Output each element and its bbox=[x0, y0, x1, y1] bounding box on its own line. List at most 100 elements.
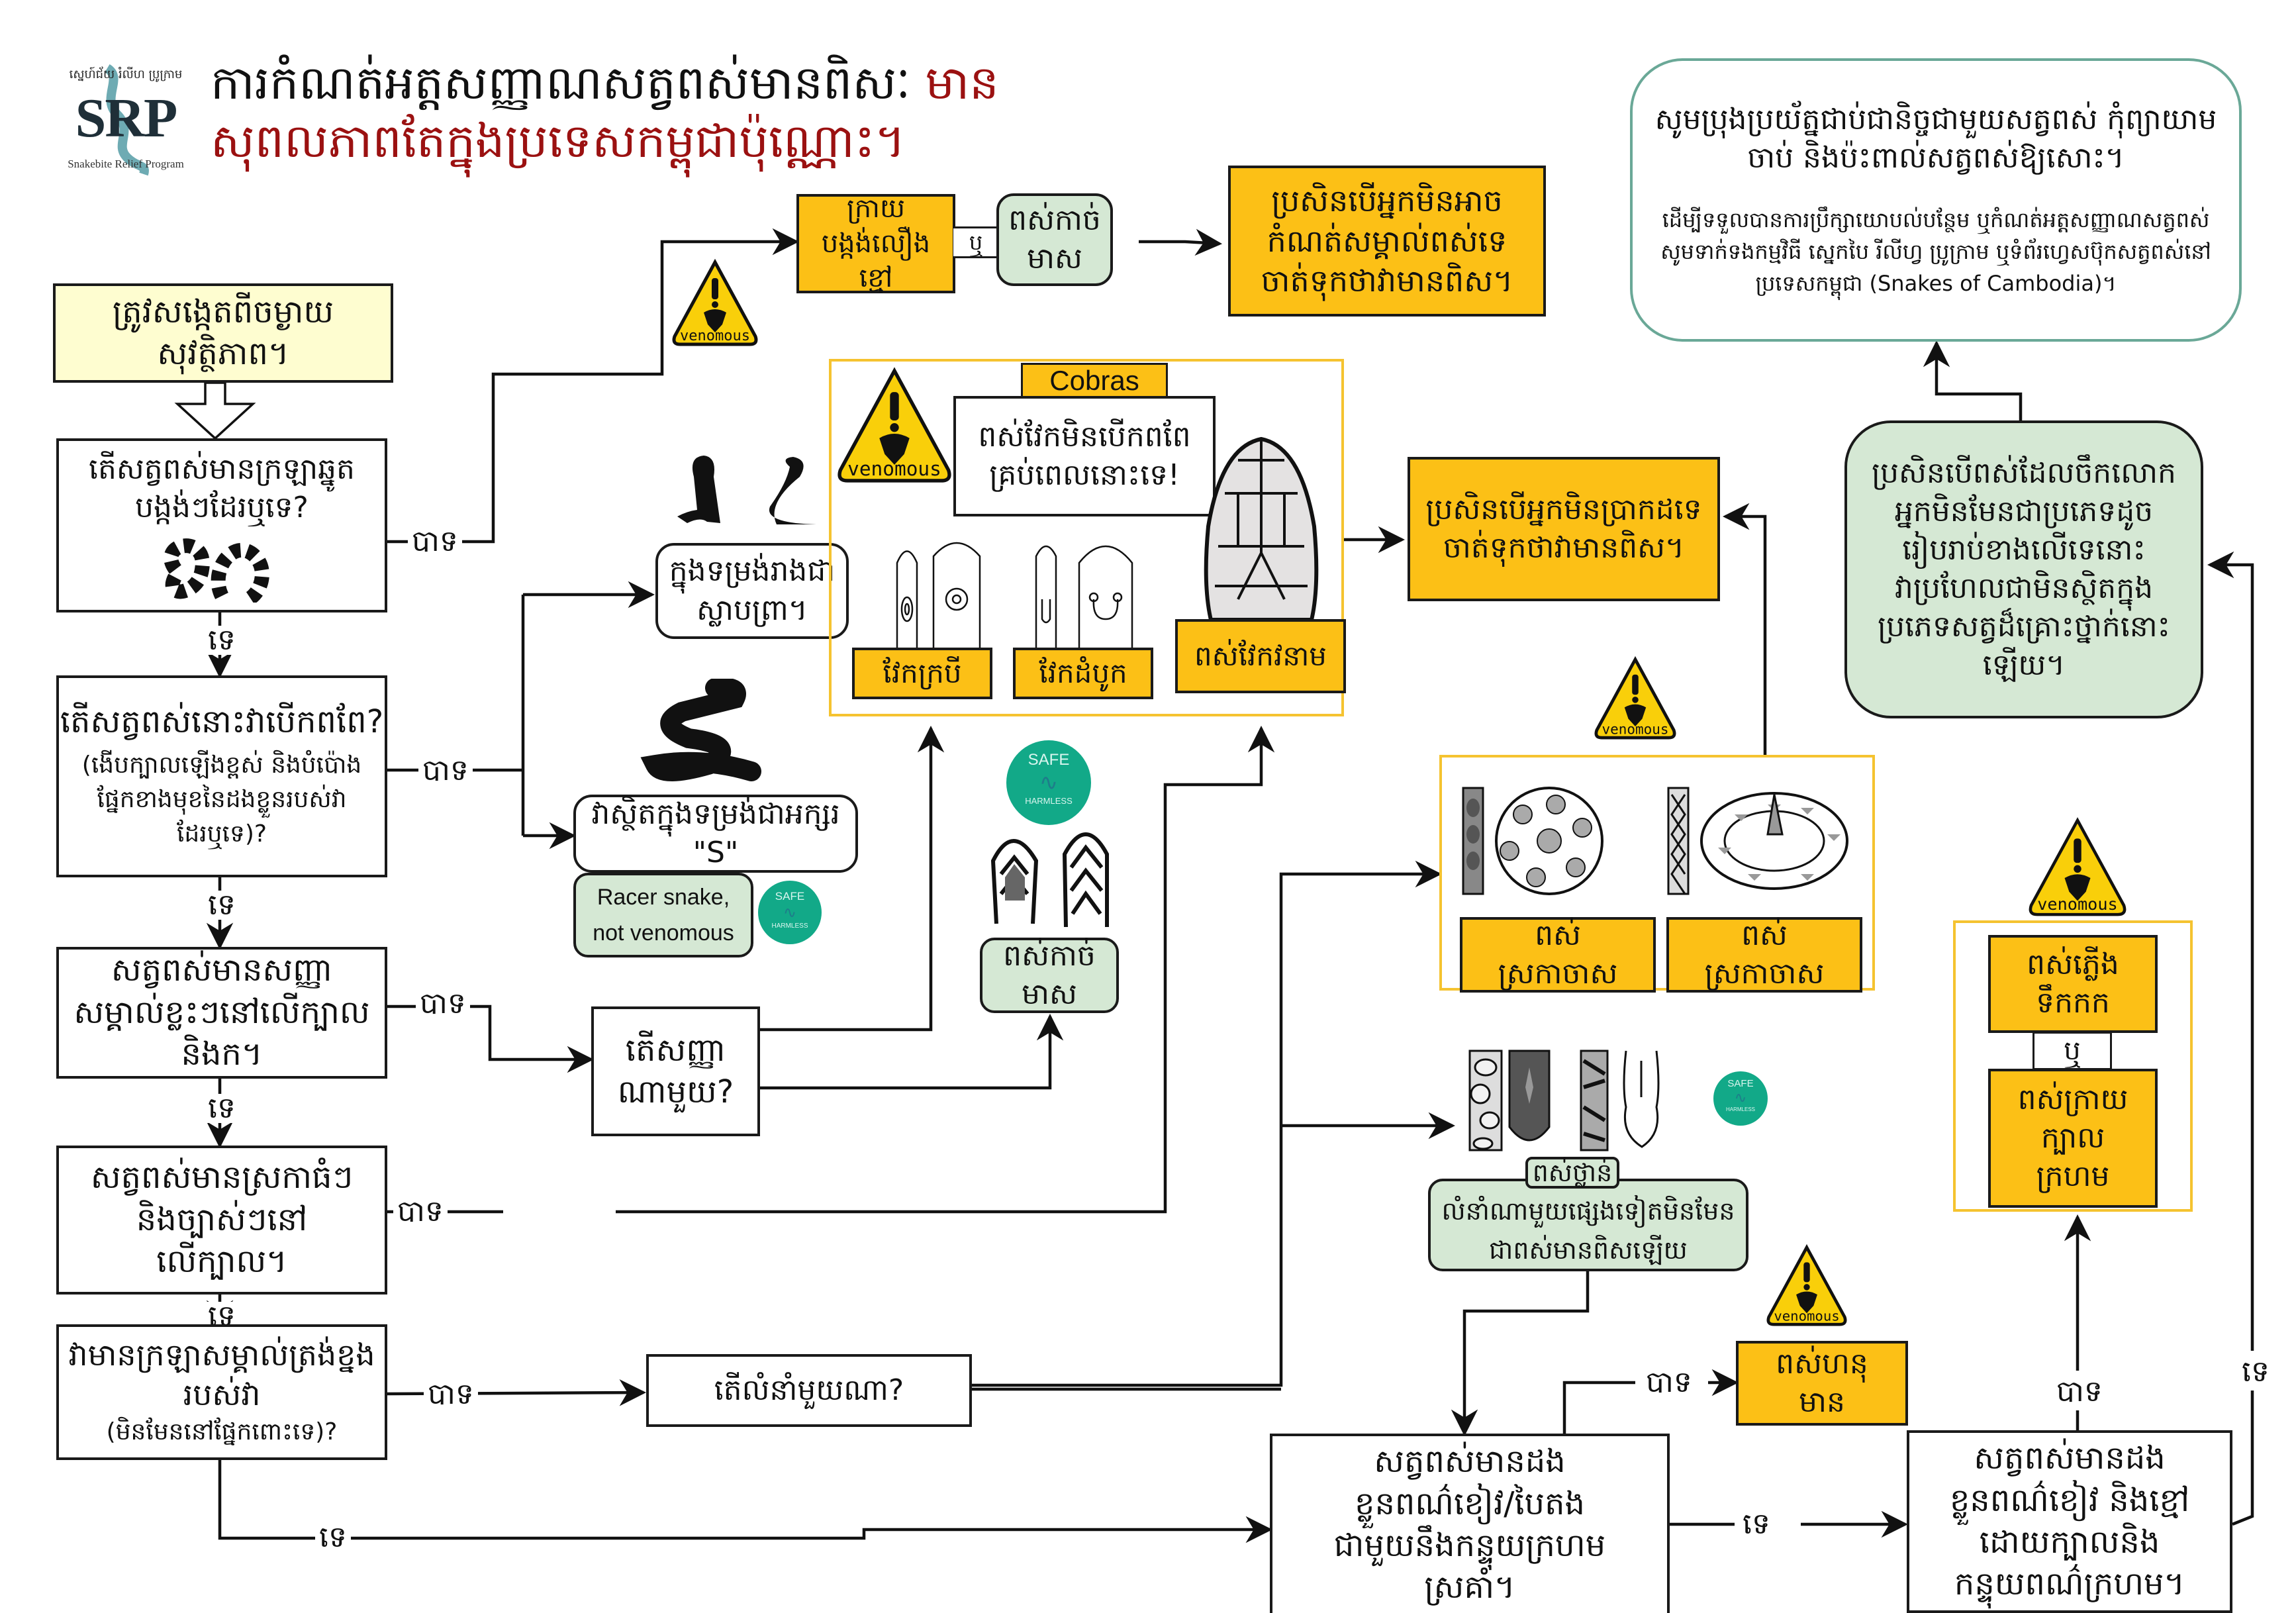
pit-viper-text: ពស់ហនុមាន bbox=[1776, 1346, 1868, 1419]
start-arrow bbox=[174, 381, 256, 440]
python-note-text: លំនាំណាមួយផ្សេងទៀតមិនមែនជាពស់មានពិសឡើយ bbox=[1441, 1197, 1735, 1265]
question-3-text: សត្វពស់មានសញ្ញាសម្គាល់ខ្លះៗនៅលើក្បាលនិងក… bbox=[73, 952, 370, 1073]
snake-icon: ∿ bbox=[783, 904, 797, 922]
cobra-hood-marks-icon bbox=[896, 542, 1133, 669]
page-title: ការកំណត់អត្តសញ្ញាណសត្វពស់មានពិសៈ មាន សុព… bbox=[211, 54, 1204, 170]
venomous-warning-icon: venomous bbox=[1594, 656, 1676, 740]
golden-tree-snake-heads-icon bbox=[990, 832, 1109, 927]
coral-snake-text: ពស់ភ្លើងទឹកកក bbox=[2027, 947, 2119, 1020]
q5-no-connector bbox=[218, 1460, 1273, 1543]
q4-yes-label: បាទ bbox=[393, 1197, 448, 1226]
krait-banded-text: ក្រាយបង្កង់លឿងខ្មៅ bbox=[821, 193, 931, 294]
question-6-text: សត្វពស់មានដងខ្លួនពណ៌ខៀវ/បៃតងជាមួយនឹងកន្ទ… bbox=[1333, 1443, 1606, 1606]
hood-shape-box[interactable]: ក្នុងទម្រង់រាងជាស្លាបព្រា។ bbox=[655, 543, 849, 639]
svg-text:venomous: venomous bbox=[1774, 1308, 1839, 1324]
harmless-text: HARMLESS bbox=[771, 922, 808, 930]
safety-info-main-text: សូមប្រុងប្រយ័ត្នជាប់ជានិច្ចជាមួយសត្វពស់ … bbox=[1654, 102, 2217, 175]
question-4[interactable]: សត្វពស់មានស្រកាធំៗ និងច្បាស់ៗនៅលើក្បាល។ bbox=[56, 1146, 387, 1295]
question-2-text: តើសត្វពស់នោះវាបើកពពែ? bbox=[60, 703, 384, 740]
venomous-warning-icon: venomous bbox=[672, 258, 758, 346]
question-7[interactable]: សត្វពស់មានដងខ្លួនពណ៌ខៀវ និងខ្មៅ ដោយក្បាល… bbox=[1907, 1430, 2232, 1613]
pit-viper-box[interactable]: ពស់ហនុមាន bbox=[1736, 1341, 1908, 1426]
cobras-group bbox=[829, 359, 1344, 716]
svg-text:venomous: venomous bbox=[847, 458, 941, 480]
s-shape-box[interactable]: វាស្ថិតក្នុងទម្រង់ជាអក្សរ "S" bbox=[573, 795, 858, 873]
question-7-text: សត្វពស់មានដងខ្លួនពណ៌ខៀវ និងខ្មៅ ដោយក្បាល… bbox=[1949, 1440, 2190, 1603]
vipers-group bbox=[1439, 755, 1875, 991]
red-headed-krait-text: ពស់ក្រាយក្បាលក្រហម bbox=[2017, 1082, 2129, 1194]
q1-yes-label: បាទ bbox=[408, 527, 462, 556]
q6-yes-label: បាទ bbox=[1642, 1368, 1696, 1397]
cobras-title: Cobras bbox=[1021, 363, 1168, 399]
russell-viper-box[interactable]: ពស់ស្រកាចាស bbox=[1460, 917, 1656, 993]
q5-yes-label: បាទ bbox=[424, 1380, 478, 1409]
not-dangerous-text: ប្រសិនបើពស់ដែលចឹកលោកអ្នកមិនមែនជាប្រភេទដូ… bbox=[1872, 456, 2176, 683]
cobra-warning-text: ពស់វែកមិនបើកពពែគ្រប់ពេលនោះទេ! bbox=[978, 419, 1191, 492]
q1-yes-connector bbox=[387, 228, 800, 544]
svg-text:venomous: venomous bbox=[1602, 721, 1669, 737]
krait-banded-box[interactable]: ក្រាយបង្កង់លឿងខ្មៅ bbox=[796, 193, 955, 294]
cobra-warning-box: ពស់វែកមិនបើកពពែគ្រប់ពេលនោះទេ! bbox=[953, 396, 1216, 516]
safe-harmless-badge: SAFE ∿ HARMLESS bbox=[758, 881, 822, 944]
spectacled-cobra-text: វែកដំបូក bbox=[1039, 657, 1127, 690]
which-pattern-box[interactable]: តើលំនាំមួយណា? bbox=[646, 1354, 972, 1427]
racer-note-text: Racer snake, not venomous bbox=[593, 884, 734, 946]
russell-viper-text: ពស់ស្រកាចាស bbox=[1498, 918, 1618, 991]
svg-text:ស្នេហ៍ជ័យ រំលីហ ប្រូក្រាម: ស្នេហ៍ជ័យ រំលីហ ប្រូក្រាម bbox=[70, 66, 183, 82]
malayan-pit-viper-box[interactable]: ពស់ស្រកាចាស bbox=[1666, 917, 1862, 993]
logo-english: Snakebite Relief Program bbox=[68, 158, 184, 170]
question-5[interactable]: វាមានក្រឡាសម្គាល់ត្រង់ខ្នងរបស់វា (មិនមែន… bbox=[56, 1324, 387, 1460]
s-shape-text: វាស្ថិតក្នុងទម្រង់ជាអក្សរ "S" bbox=[591, 797, 840, 869]
start-box[interactable]: ត្រូវសង្កេតពីចម្ងាយសុវត្ថិភាព។ bbox=[53, 283, 393, 383]
monocled-cobra-box[interactable]: វែកក្របី bbox=[852, 648, 992, 699]
cobras-title-text: Cobras bbox=[1049, 365, 1139, 397]
venomous-badge: venomous bbox=[672, 258, 758, 348]
title-line1: ការកំណត់អត្តសញ្ញាណសត្វពស់មានពិសៈ bbox=[211, 56, 911, 110]
golden-tree-box-2[interactable]: ពស់កាច់មាស bbox=[980, 938, 1119, 1013]
coral-snake-box[interactable]: ពស់ភ្លើងទឹកកក bbox=[1988, 935, 2158, 1033]
red-headed-krait-box[interactable]: ពស់ក្រាយក្បាលក្រហម bbox=[1988, 1069, 2158, 1208]
krait-result-text: ប្រសិនបើអ្នកមិនអាចកំណត់សម្គាល់ពស់ទេ ចាត់… bbox=[1261, 182, 1513, 299]
viper-patterns-icon bbox=[1462, 787, 1848, 895]
snake-icon: ∿ bbox=[1734, 1089, 1747, 1106]
unknown-result-text: ប្រសិនបើអ្នកមិនប្រាកដទេ ចាត់ទុកថាវាមានពិ… bbox=[1425, 492, 1702, 565]
srp-logo: ស្នេហ៍ជ័យ រំលីហ ប្រូក្រាម SRP Snakebite … bbox=[61, 52, 191, 177]
krait-result-box[interactable]: ប្រសិនបើអ្នកមិនអាចកំណត់សម្គាល់ពស់ទេ ចាត់… bbox=[1228, 166, 1546, 317]
golden-tree-box-1[interactable]: ពស់កាច់មាស bbox=[996, 193, 1113, 286]
python-patterns-icon bbox=[1468, 1050, 1660, 1151]
question-2-subtext: (ងើបក្បាលឡើងខ្ពស់ និងបំប៉ោងផ្នែកខាងមុខនៃ… bbox=[81, 751, 362, 848]
q7-yes-label: បាទ bbox=[2052, 1377, 2107, 1406]
q2-no-label: ទេ bbox=[204, 891, 240, 920]
which-mark-box[interactable]: តើសញ្ញាណាមួយ? bbox=[591, 1006, 760, 1136]
title-line1-red: មាន bbox=[925, 56, 999, 110]
king-cobra-box[interactable]: ពស់វែកវនាម bbox=[1175, 619, 1346, 693]
question-2[interactable]: តើសត្វពស់នោះវាបើកពពែ? (ងើបក្បាលឡើងខ្ពស់ … bbox=[56, 675, 387, 877]
venomous-badge-cobras: venomous bbox=[833, 366, 956, 486]
q6-no-label: ទេ bbox=[1739, 1510, 1774, 1539]
banded-krait-icon bbox=[164, 538, 269, 603]
question-5-text: វាមានក្រឡាសម្គាល់ត្រង់ខ្នងរបស់វា bbox=[68, 1336, 375, 1413]
snake-icon: ∿ bbox=[1039, 770, 1059, 795]
question-6[interactable]: សត្វពស់មានដងខ្លួនពណ៌ខៀវ/បៃតងជាមួយនឹងកន្ទ… bbox=[1270, 1434, 1670, 1613]
not-dangerous-box: ប្រសិនបើពស់ដែលចឹកលោកអ្នកមិនមែនជាប្រភេទដូ… bbox=[1844, 420, 2203, 718]
racer-note-box: Racer snake, not venomous bbox=[573, 873, 753, 957]
question-3[interactable]: សត្វពស់មានសញ្ញាសម្គាល់ខ្លះៗនៅលើក្បាលនិងក… bbox=[56, 947, 387, 1079]
question-1[interactable]: តើសត្វពស់មានក្រឡាឆ្នូតបង្កង់ៗដែរឬទេ? bbox=[56, 438, 387, 612]
python-title-box[interactable]: ពស់ថ្លាន់ bbox=[1525, 1157, 1619, 1189]
question-4-text: សត្វពស់មានស្រកាធំៗ និងច្បាស់ៗនៅលើក្បាល។ bbox=[90, 1159, 354, 1281]
question-1-text: តើសត្វពស់មានក្រឡាឆ្នូតបង្កង់ៗដែរឬទេ? bbox=[89, 452, 355, 525]
golden-tree-text-1: ពស់កាច់មាស bbox=[1008, 203, 1101, 275]
venomous-badge-coral: venomous bbox=[2025, 816, 2130, 919]
venomous-badge-pitviper: venomous bbox=[1766, 1244, 1847, 1328]
spectacled-cobra-box[interactable]: វែកដំបូក bbox=[1013, 648, 1153, 699]
title-line2: សុពលភាពតែក្នុងប្រទេសកម្ពុជាប៉ុណ្ណោះ។ bbox=[211, 113, 906, 168]
svg-text:venomous: venomous bbox=[680, 328, 750, 344]
which-mark-text: តើសញ្ញាណាមួយ? bbox=[617, 1031, 734, 1110]
venomous-badge-vipers: venomous bbox=[1594, 656, 1676, 742]
q5-no-label: ទេ bbox=[315, 1523, 351, 1552]
q2-yes-label: បាទ bbox=[418, 756, 473, 785]
venomous-warning-icon: venomous bbox=[2029, 817, 2127, 916]
unknown-result-box[interactable]: ប្រសិនបើអ្នកមិនប្រាកដទេ ចាត់ទុកថាវាមានពិ… bbox=[1408, 457, 1720, 601]
python-note-box: លំនាំណាមួយផ្សេងទៀតមិនមែនជាពស់មានពិសឡើយ bbox=[1428, 1179, 1748, 1271]
venomous-warning-icon: venomous bbox=[837, 367, 951, 483]
